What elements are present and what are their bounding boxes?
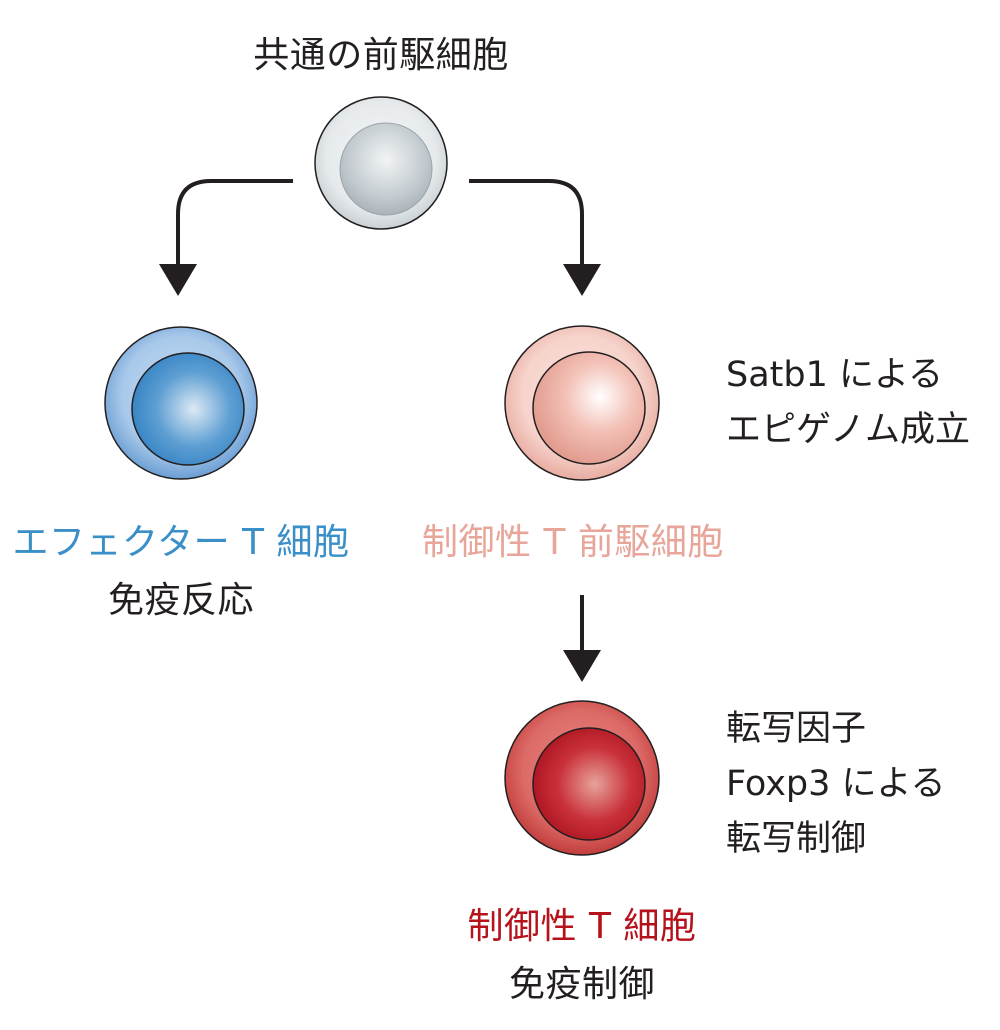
treg-title: 制御性 T 細胞 bbox=[467, 906, 697, 947]
foxp3-note: 転写因子 Foxp3 による 転写制御 bbox=[726, 702, 946, 867]
treg-precursor-cell bbox=[504, 325, 660, 481]
foxp3-note-line3: 転写制御 bbox=[726, 819, 867, 859]
satb1-note-line1: Satb1 による bbox=[726, 355, 943, 395]
foxp3-note-line1: 転写因子 bbox=[726, 709, 867, 749]
arrow-to-effector bbox=[159, 179, 293, 296]
progenitor-title: 共通の前駆細胞 bbox=[253, 35, 509, 76]
effector-t-cell bbox=[104, 326, 258, 480]
satb1-note-line2: エピゲノム成立 bbox=[726, 410, 970, 450]
treg-function: 免疫制御 bbox=[508, 964, 656, 1005]
foxp3-note-line2: Foxp3 による bbox=[726, 764, 946, 804]
treg-cell bbox=[504, 700, 660, 856]
treg-precursor-title: 制御性 T 前駆細胞 bbox=[422, 522, 724, 563]
satb1-note: Satb1 による エピゲノム成立 bbox=[726, 348, 970, 458]
effector-function: 免疫反応 bbox=[107, 580, 255, 621]
arrow-to-treg bbox=[563, 595, 601, 682]
progenitor-cell bbox=[314, 96, 448, 230]
effector-title: エフェクター T 細胞 bbox=[12, 522, 350, 563]
arrow-to-treg-precursor bbox=[469, 179, 601, 296]
